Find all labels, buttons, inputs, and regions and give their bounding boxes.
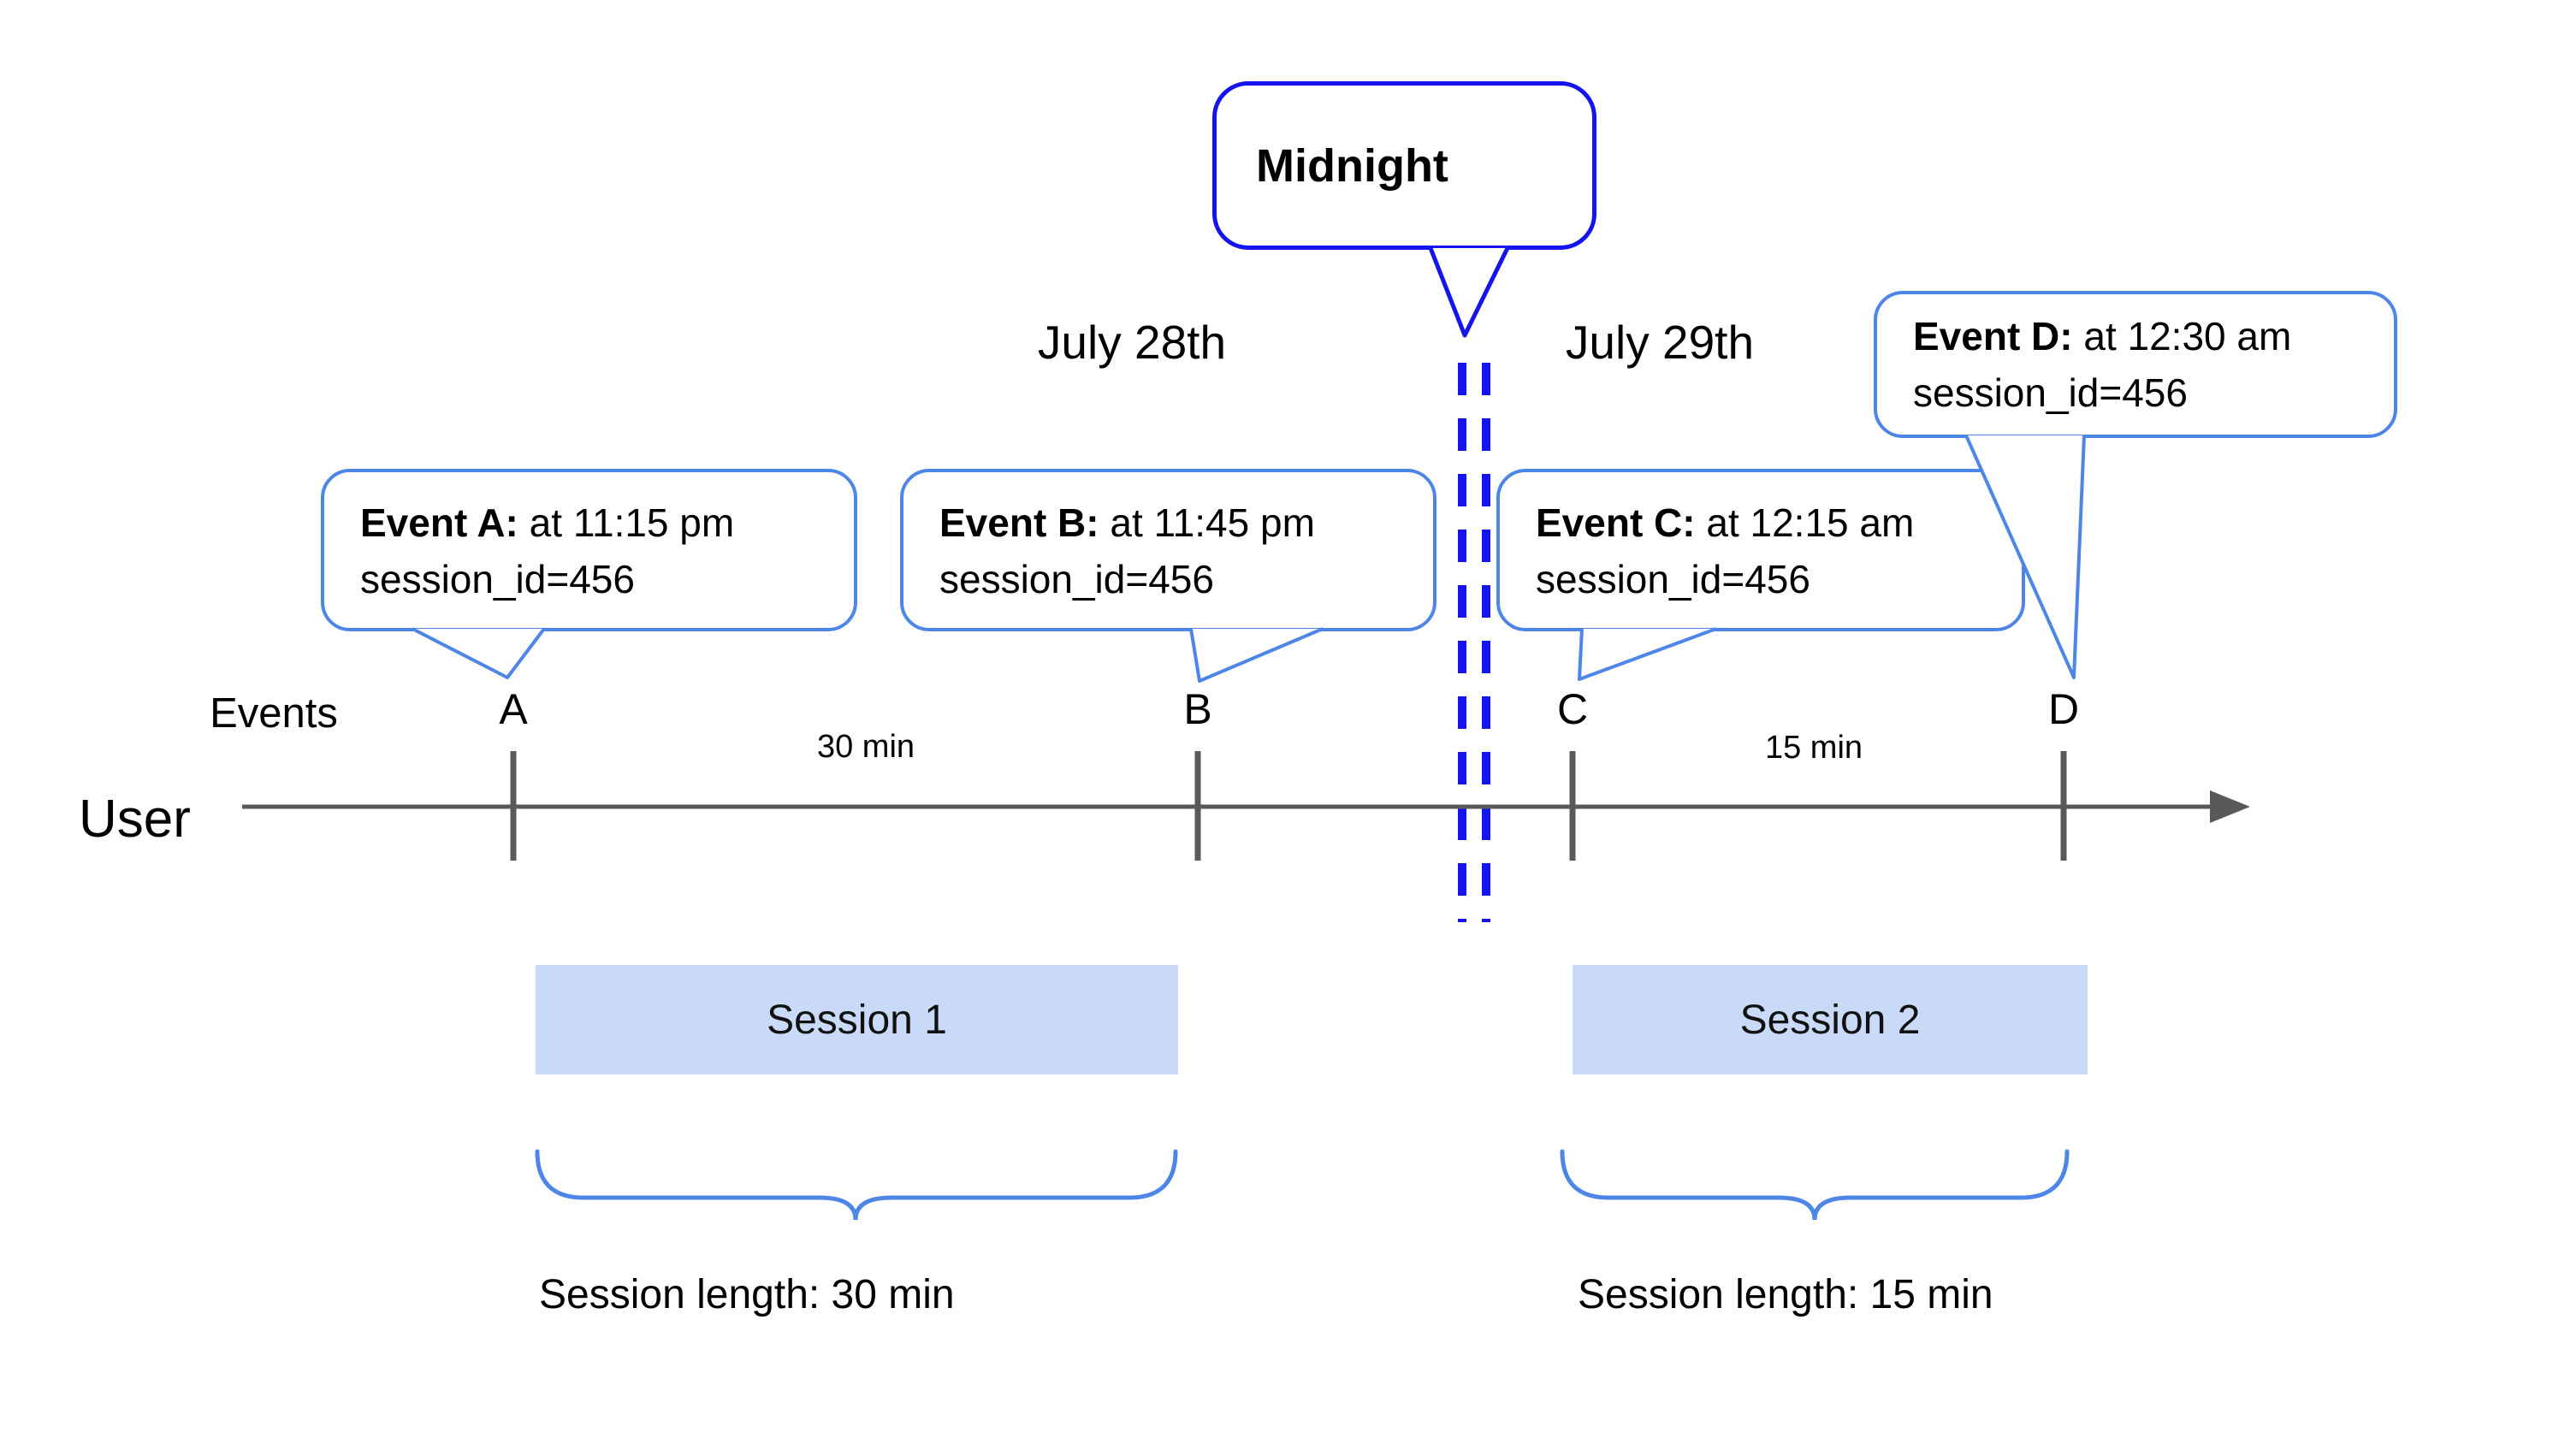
- timeline-arrowhead-icon: [2210, 790, 2250, 823]
- user-axis-label: User: [79, 790, 191, 849]
- event-a-name: Event A:: [360, 500, 518, 545]
- event-c-callout: Event C: at 12:15 am session_id=456: [1496, 469, 2025, 631]
- tick-label-b: B: [1183, 685, 1212, 733]
- midnight-label: Midnight: [1256, 139, 1448, 192]
- event-a-time: at 11:15 pm: [518, 500, 735, 545]
- event-d-name: Event D:: [1913, 314, 2073, 358]
- midnight-callout: Midnight: [1212, 81, 1596, 250]
- date-label-july-29: July 29th: [1565, 316, 1755, 369]
- event-d-session-id: session_id=456: [1913, 370, 2188, 415]
- event-c-name: Event C:: [1536, 500, 1696, 545]
- session-2-label: Session 2: [1739, 997, 1921, 1043]
- event-c-time: at 12:15 am: [1695, 500, 1915, 545]
- session-2-length-label: Session length: 15 min: [1578, 1272, 1993, 1317]
- tick-label-d: D: [2047, 685, 2080, 733]
- events-axis-label: Events: [210, 690, 338, 737]
- event-c-title: Event C: at 12:15 am: [1500, 494, 2022, 551]
- gap-label-30min: 30 min: [816, 729, 915, 765]
- event-a-pointer: [412, 627, 546, 679]
- session-1-brace: [535, 1149, 1178, 1221]
- date-label-july-28: July 28th: [1037, 316, 1227, 369]
- session-1-length-label: Session length: 30 min: [539, 1272, 955, 1317]
- event-a-title: Event A: at 11:15 pm: [324, 494, 854, 551]
- event-d-title: Event D: at 12:30 am: [1877, 308, 2394, 364]
- tick-label-a: A: [499, 685, 528, 733]
- session-2-brace: [1560, 1149, 2070, 1221]
- event-c-session-id: session_id=456: [1536, 557, 1810, 601]
- event-d-time: at 12:30 am: [2072, 314, 2292, 358]
- event-b-pointer: [1189, 627, 1324, 683]
- session-1-label: Session 1: [767, 997, 947, 1043]
- event-b-callout: Event B: at 11:45 pm session_id=456: [900, 469, 1436, 631]
- gap-label-15min: 15 min: [1764, 730, 1863, 766]
- event-a-callout: Event A: at 11:15 pm session_id=456: [321, 469, 857, 631]
- event-b-name: Event B:: [939, 500, 1099, 545]
- event-b-title: Event B: at 11:45 pm: [903, 494, 1433, 551]
- session-1-box: Session 1: [536, 965, 1178, 1074]
- event-a-session-id: session_id=456: [360, 557, 635, 601]
- session-2-box: Session 2: [1573, 965, 2088, 1074]
- tick-label-c: C: [1556, 685, 1589, 733]
- event-b-session-id: session_id=456: [939, 557, 1214, 601]
- event-d-callout: Event D: at 12:30 am session_id=456: [1874, 291, 2397, 438]
- event-c-pointer: [1578, 627, 1717, 681]
- event-b-time: at 11:45 pm: [1099, 500, 1315, 545]
